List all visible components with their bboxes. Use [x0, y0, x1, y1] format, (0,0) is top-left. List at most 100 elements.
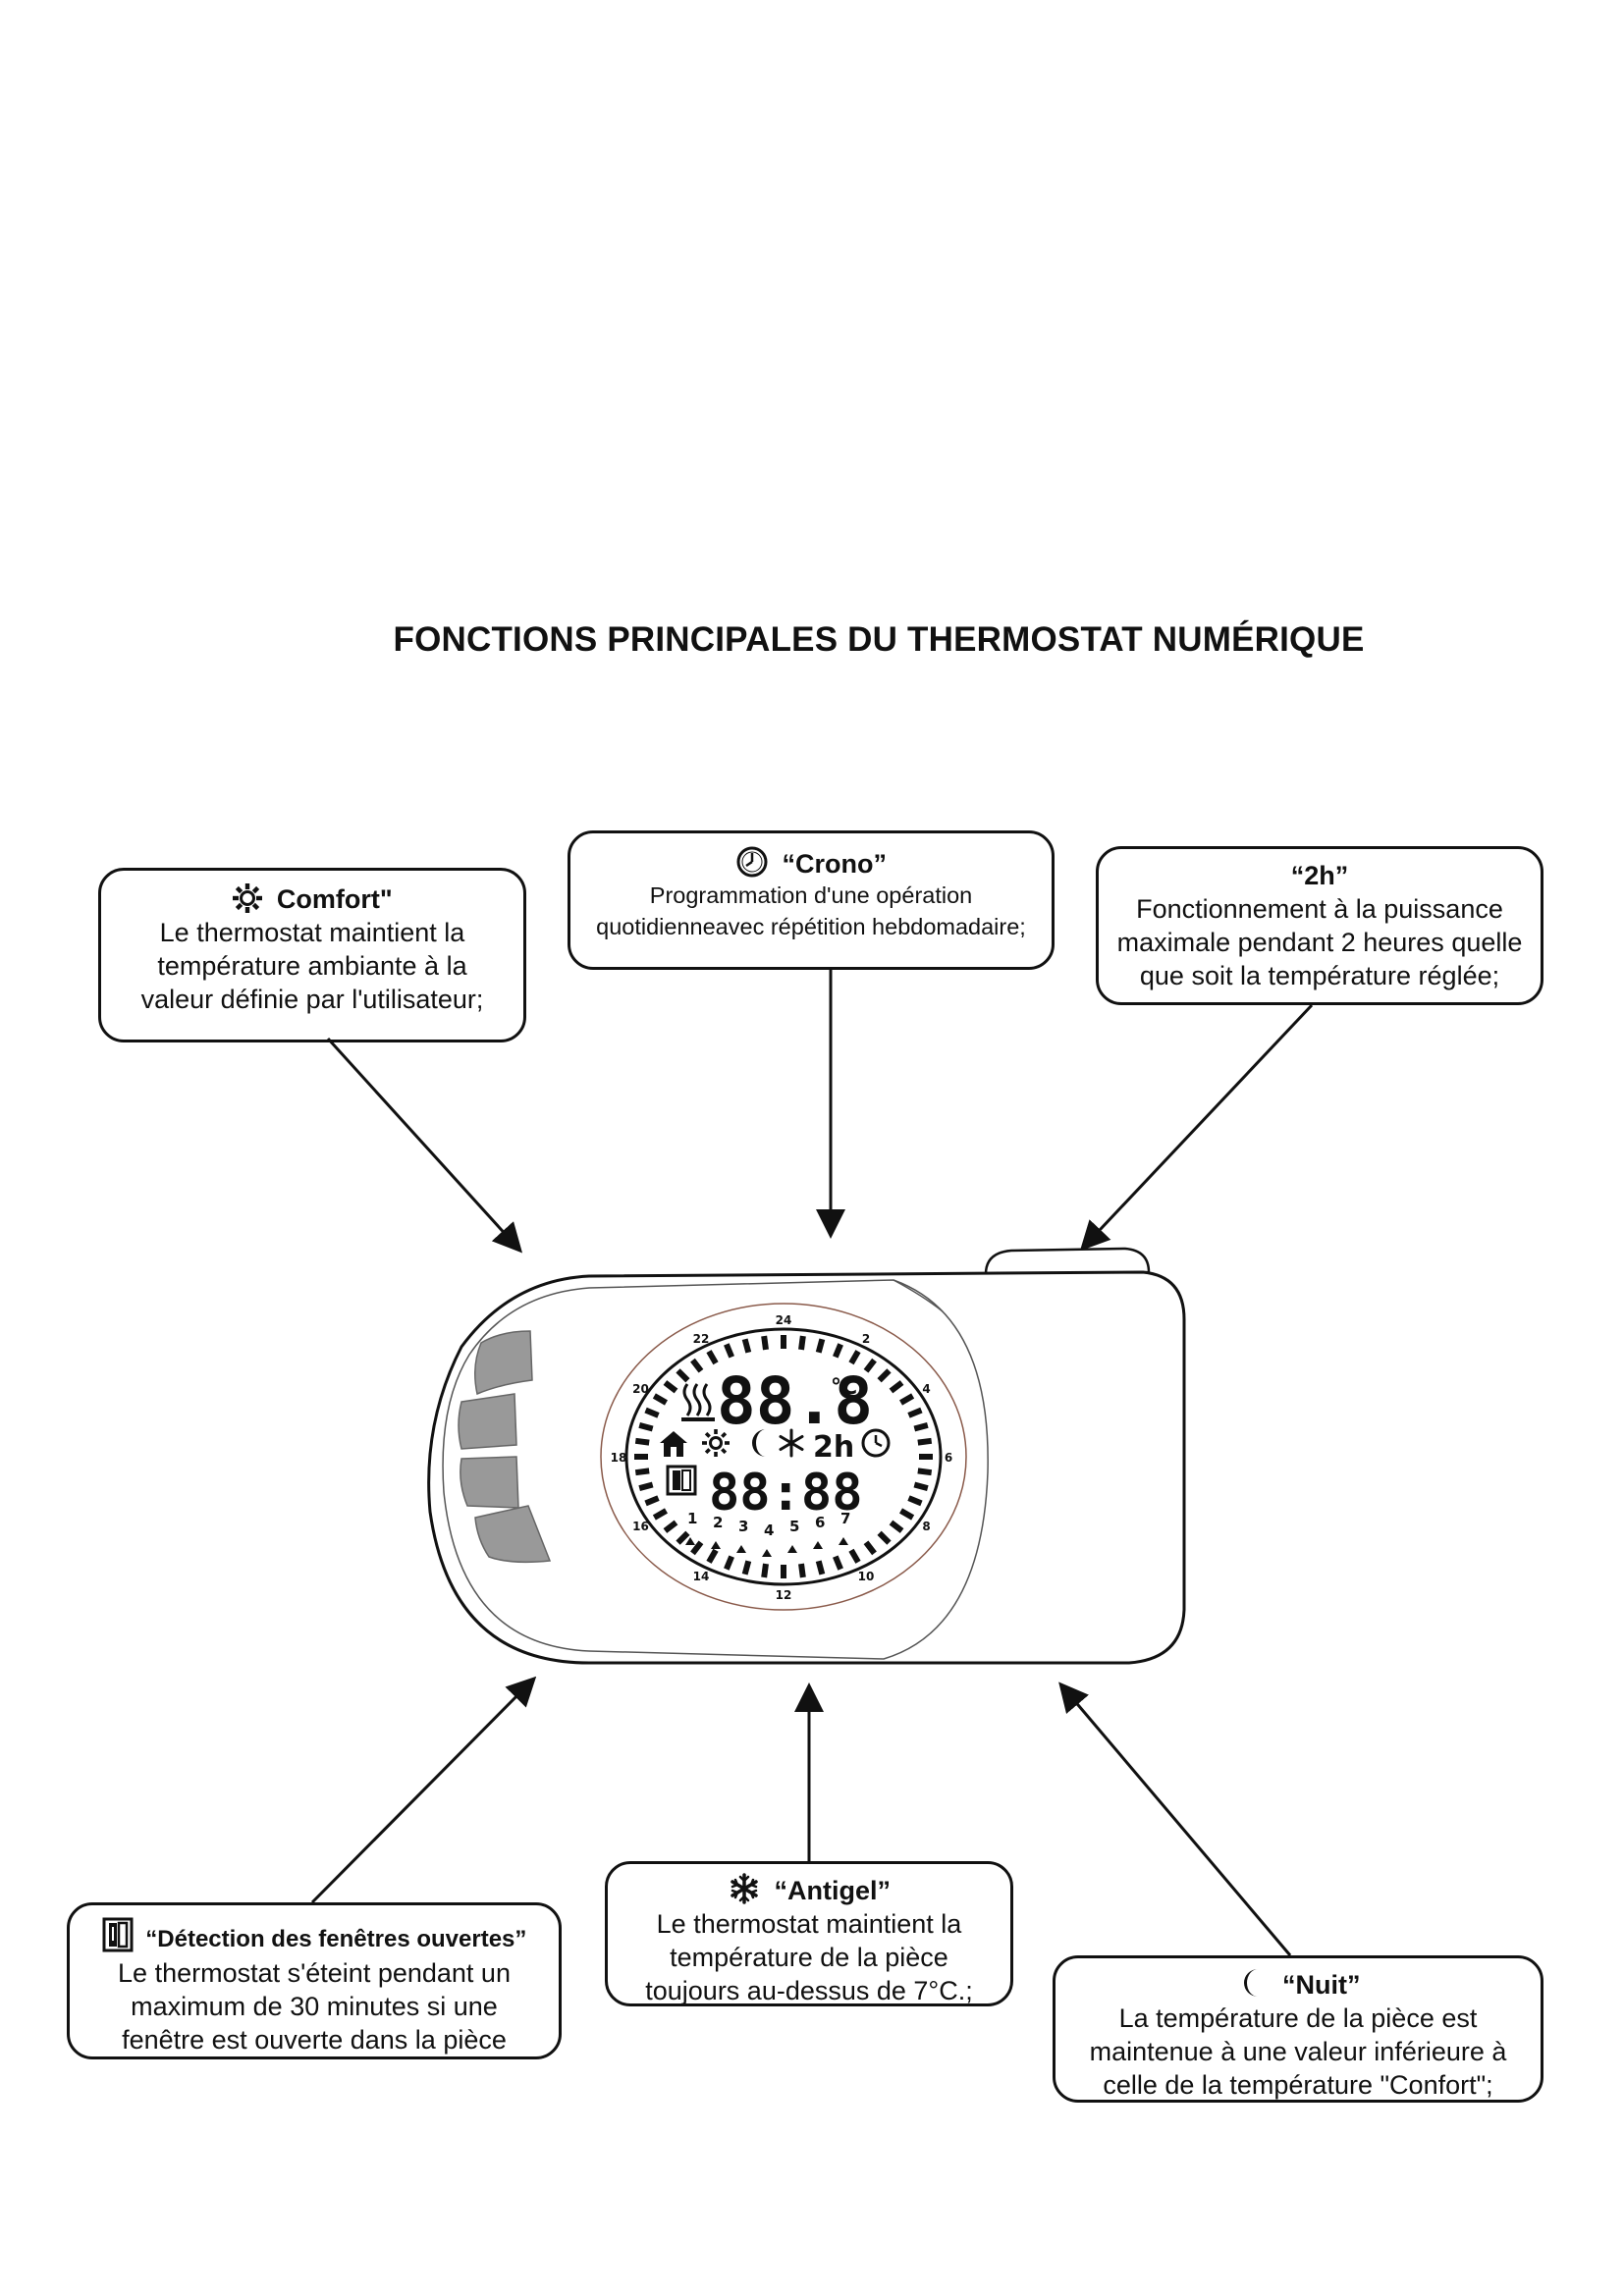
- side-button-3[interactable]: [460, 1456, 519, 1509]
- clock-icon: [735, 846, 783, 879]
- program-day-marker: [711, 1541, 721, 1549]
- dial-segment: [815, 1338, 826, 1354]
- dial-segment: [706, 1350, 719, 1365]
- window-arrow: [310, 1676, 537, 1904]
- night-moon-display-icon: [752, 1429, 766, 1457]
- dial-segment: [907, 1495, 923, 1507]
- antigel-label: “Antigel”: [774, 1876, 892, 1905]
- dial-segment: [913, 1481, 929, 1491]
- dial-segment: [638, 1422, 654, 1432]
- dial-number: 22: [693, 1332, 710, 1346]
- side-button-4[interactable]: [474, 1505, 552, 1564]
- crono-line-1: Programmation d'une opération: [649, 882, 973, 908]
- dial-segment: [917, 1437, 933, 1446]
- window-detection-label: “Détection des fenêtres ouvertes”: [145, 1926, 527, 1952]
- program-day-number: 4: [764, 1522, 774, 1539]
- dial-segment: [899, 1508, 915, 1521]
- program-day-number: 3: [738, 1518, 748, 1535]
- window-line-2: maximum de 30 minutes si une: [131, 1992, 498, 2021]
- dial-segment: [848, 1350, 861, 1365]
- snowflake-icon: [728, 1873, 775, 1905]
- dial-segments: [634, 1335, 933, 1578]
- dial-number: 20: [632, 1382, 649, 1396]
- two-hours-arrow: [1079, 1003, 1314, 1252]
- heating-icon: [681, 1383, 715, 1421]
- program-day-marker: [762, 1549, 772, 1557]
- top-power-button[interactable]: [984, 1247, 1151, 1276]
- dial-segment: [863, 1358, 877, 1373]
- antigel-line-1: Le thermostat maintient la: [656, 1909, 962, 1939]
- antigel-line-3: toujours au-dessus de 7°C.;: [645, 1976, 973, 2005]
- dial-segment: [676, 1530, 690, 1545]
- dial-segment: [634, 1468, 650, 1476]
- dial-segment: [815, 1560, 826, 1575]
- program-day-number: 2: [713, 1514, 723, 1531]
- dial-segment: [690, 1540, 704, 1556]
- dial-number: 8: [922, 1520, 930, 1533]
- dial-segment: [634, 1437, 650, 1446]
- dial-segment: [917, 1468, 933, 1476]
- dial-segment: [761, 1335, 769, 1351]
- two-hours-line-3: que soit la température réglée;: [1139, 961, 1500, 990]
- program-day-number: 5: [789, 1518, 799, 1535]
- dial-segment: [652, 1508, 668, 1521]
- dial-segment: [741, 1338, 752, 1354]
- dial-segment: [798, 1563, 806, 1578]
- side-button-1[interactable]: [474, 1330, 533, 1396]
- program-day-marker: [839, 1537, 848, 1545]
- dial-number: 4: [922, 1382, 930, 1396]
- temperature-readout: 88.8: [717, 1363, 873, 1439]
- dial-number: 18: [611, 1451, 627, 1465]
- dial-segment: [848, 1548, 861, 1564]
- dial-segment: [724, 1343, 734, 1359]
- open-window-icon: [102, 1917, 146, 1952]
- window-display-icon: [666, 1465, 697, 1496]
- dial-number: 16: [632, 1520, 649, 1533]
- nuit-line-2: maintenue à une valeur inférieure à: [1089, 2037, 1507, 2066]
- dial-segment: [889, 1520, 904, 1533]
- dial-segment: [913, 1422, 929, 1432]
- lcd-display: [600, 1303, 967, 1611]
- dial-number: 2: [862, 1332, 870, 1346]
- antigel-line-2: température de la pièce: [670, 1943, 948, 1972]
- dial-segment: [798, 1335, 806, 1351]
- dial-segment: [741, 1560, 752, 1575]
- program-day-marker: [685, 1537, 695, 1545]
- program-day-number: 1: [687, 1510, 697, 1527]
- dial-segment: [761, 1563, 769, 1578]
- nuit-function-box: “Nuit” La température de la pièce est ma…: [1053, 1955, 1543, 2103]
- dial-segment: [833, 1555, 843, 1571]
- nuit-line-1: La température de la pièce est: [1118, 2003, 1478, 2033]
- two-hours-display: 2h: [813, 1430, 854, 1465]
- dial-segment: [833, 1343, 843, 1359]
- program-day-number: 7: [840, 1510, 850, 1527]
- temperature-unit: °C: [831, 1375, 857, 1400]
- dial-segment: [663, 1520, 678, 1533]
- nuit-label: “Nuit”: [1282, 1970, 1361, 2000]
- moon-icon: [1236, 1969, 1283, 2000]
- crono-label: “Crono”: [782, 849, 887, 879]
- dial-segment: [676, 1368, 690, 1383]
- comfort-function-box: Comfort" Le thermostat maintient la temp…: [98, 868, 526, 1042]
- dial-segment: [690, 1358, 704, 1373]
- side-button-2[interactable]: [458, 1393, 517, 1450]
- dial-segment: [644, 1407, 660, 1418]
- window-line-3: fenêtre est ouverte dans la pièce: [122, 2025, 507, 2055]
- dial-segment: [663, 1380, 678, 1394]
- callout-arrows: [310, 970, 1314, 1956]
- program-day-marker: [787, 1545, 797, 1553]
- crono-function-box: “Crono” Programmation d'une opération qu…: [568, 830, 1055, 970]
- program-day-number: 6: [815, 1514, 825, 1531]
- dial-segment: [907, 1407, 923, 1418]
- crono-clock-display-icon: [861, 1428, 891, 1458]
- two-hours-line-1: Fonctionnement à la puissance: [1136, 894, 1503, 924]
- program-day-marker: [736, 1545, 746, 1553]
- home-icon: [660, 1431, 687, 1457]
- window-line-1: Le thermostat s'éteint pendant un: [118, 1958, 511, 1988]
- dial-number: 24: [776, 1313, 792, 1327]
- sun-icon: [232, 883, 277, 914]
- comfort-line-3: valeur définie par l'utilisateur;: [140, 985, 484, 1014]
- dial-segment: [638, 1481, 654, 1491]
- dial-number: 12: [776, 1588, 792, 1602]
